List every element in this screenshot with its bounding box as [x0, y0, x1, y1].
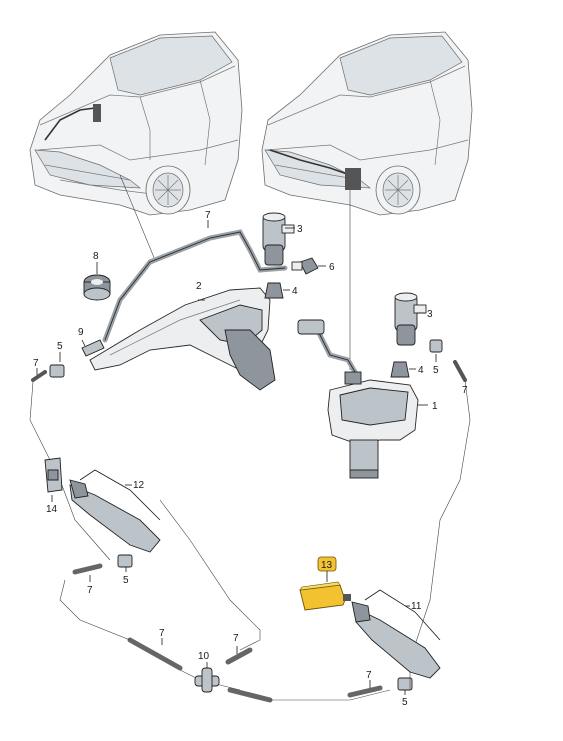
- callout-label: 3: [297, 224, 303, 235]
- callout-label: 7: [205, 210, 211, 221]
- callout-label: 2: [196, 281, 202, 292]
- part-3-pump-upper: [262, 212, 295, 266]
- callout-1: 1: [418, 401, 438, 412]
- callout-7-bottom-mid: 7: [233, 633, 239, 654]
- callout-label: 1: [432, 401, 438, 412]
- callout-label: 8: [93, 251, 99, 262]
- callout-3-upper: 3: [285, 224, 303, 235]
- callout-7-top: 7: [205, 210, 211, 228]
- car-illustration-left: [29, 31, 243, 216]
- part-14-bracket: [44, 457, 63, 493]
- callout-7-left: 7: [33, 358, 39, 375]
- callout-4-upper: 4: [283, 286, 298, 297]
- hose-route-centre: [159, 499, 261, 651]
- hose-7-top: [102, 229, 288, 343]
- part-13-control-unit: [299, 581, 351, 611]
- callout-label: 7: [233, 633, 239, 644]
- callout-5-mid: 5: [123, 567, 129, 586]
- callout-label: 5: [57, 341, 63, 352]
- callout-7-bottom-right: 7: [366, 670, 372, 688]
- part-1-reservoir: [297, 319, 419, 479]
- callout-5-left: 5: [57, 341, 63, 362]
- part-4-grommet-upper: [264, 282, 284, 299]
- car-illustration-right: [261, 31, 473, 216]
- callout-label: 10: [198, 651, 210, 662]
- callout-5-bottom: 5: [402, 690, 408, 708]
- callout-label: 4: [292, 286, 298, 297]
- part-9-connector: [81, 339, 105, 357]
- callout-label: 13: [321, 560, 333, 571]
- callout-4-lower: 4: [409, 365, 424, 376]
- part-6-connector: [291, 257, 319, 275]
- part-5-fitting-left: [49, 364, 65, 378]
- hose-route-right: [409, 379, 471, 690]
- callout-label: 5: [123, 575, 129, 586]
- part-10-t-piece: [194, 667, 220, 693]
- callout-12: 12: [125, 480, 145, 491]
- callout-3-lower: 3: [417, 309, 433, 320]
- part-5-fitting-right: [429, 339, 443, 353]
- part-8-cap: [83, 274, 111, 301]
- callout-10: 10: [198, 651, 210, 668]
- leader-car-left: [119, 174, 156, 261]
- part-3-pump-lower: [394, 292, 427, 346]
- hose-7-pieces: [31, 360, 467, 703]
- callout-label: 7: [366, 670, 372, 681]
- callout-6: 6: [318, 262, 335, 273]
- callout-9: 9: [78, 327, 86, 347]
- callout-label: 14: [46, 504, 58, 515]
- callout-label: 6: [329, 262, 335, 273]
- callout-label: 5: [433, 365, 439, 376]
- callout-7-bottom-left: 7: [159, 628, 165, 645]
- callout-13: 13: [317, 556, 337, 582]
- callout-label: 4: [418, 365, 424, 376]
- callout-label: 7: [33, 358, 39, 369]
- callout-2: 2: [196, 281, 205, 301]
- callout-label: 7: [462, 385, 468, 396]
- callout-5-right: 5: [433, 354, 439, 376]
- callout-11: 11: [405, 601, 422, 612]
- callout-label: 7: [87, 585, 93, 596]
- part-11-washer-nozzle-right: [351, 589, 441, 679]
- callout-7-right: 7: [462, 385, 468, 396]
- callout-label: 5: [402, 697, 408, 708]
- callout-14: 14: [46, 495, 58, 515]
- callout-label: 7: [159, 628, 165, 639]
- part-5-fitting-mid: [117, 554, 133, 568]
- part-12-washer-nozzle-left: [69, 469, 161, 553]
- callout-label: 3: [427, 309, 433, 320]
- callout-7-mid-left: 7: [87, 575, 93, 596]
- callout-label: 11: [411, 601, 422, 612]
- callout-label: 12: [133, 480, 145, 491]
- callout-label: 9: [78, 327, 84, 338]
- callout-8: 8: [93, 251, 99, 274]
- part-4-grommet-lower: [390, 361, 410, 378]
